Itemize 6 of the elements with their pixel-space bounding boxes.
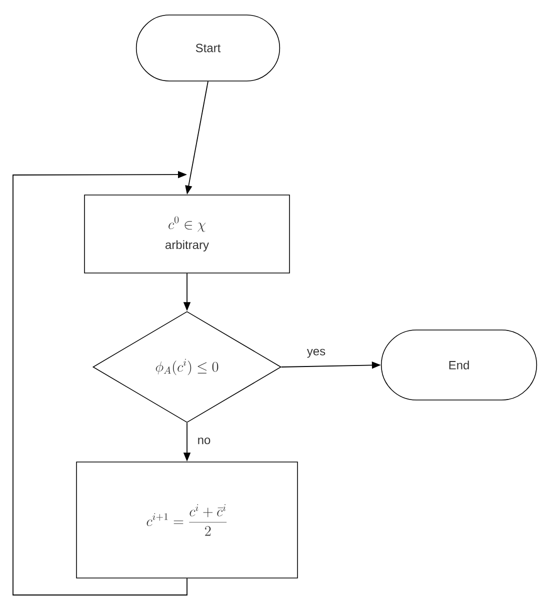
terminal-box: End bbox=[380, 330, 538, 400]
edge-label: no bbox=[196, 436, 212, 446]
process-box: $c^{i+1} = \frac{c^{i} + \bar{c}^{i}}{2}$ bbox=[76, 462, 298, 578]
process-box: $c^{0} \in \chi$ arbitrary bbox=[84, 194, 290, 274]
arrow bbox=[12, 170, 188, 596]
terminal-box: Start bbox=[136, 14, 280, 82]
